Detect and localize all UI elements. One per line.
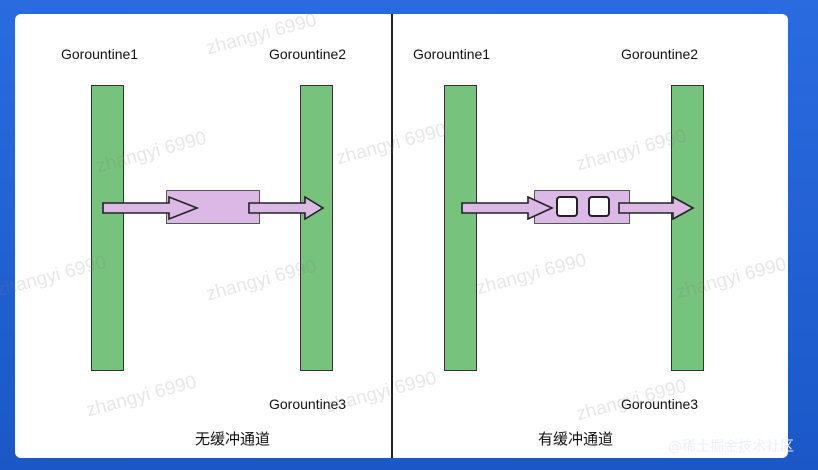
watermark-text: zhangyi 6990 bbox=[84, 371, 199, 422]
diagram-panel: Gorountine1 Gorountine2 Gorountine3 无缓冲通… bbox=[0, 10, 789, 458]
watermark-text: zhangyi 6990 bbox=[474, 249, 589, 300]
right-goroutine3-label: Gorountine3 bbox=[621, 396, 699, 412]
buffer-slot bbox=[588, 196, 610, 217]
left-goroutine1-bar bbox=[91, 85, 124, 371]
right-receive-arrow bbox=[618, 195, 695, 221]
right-send-arrow bbox=[461, 195, 554, 221]
right-channel-box bbox=[534, 190, 630, 224]
left-caption: 无缓冲通道 bbox=[195, 430, 271, 448]
left-goroutine1-label: Gorountine1 bbox=[61, 46, 139, 62]
right-caption: 有缓冲通道 bbox=[538, 430, 614, 448]
right-goroutine1-bar bbox=[444, 85, 477, 371]
left-send-arrow bbox=[102, 195, 200, 221]
right-goroutine2-label: Gorountine2 bbox=[621, 46, 699, 62]
panel-divider bbox=[391, 14, 393, 458]
right-goroutine2-bar bbox=[671, 85, 704, 371]
left-goroutine2-label: Gorountine2 bbox=[269, 46, 347, 62]
left-goroutine2-bar bbox=[300, 85, 333, 371]
left-receive-arrow bbox=[248, 195, 325, 221]
source-watermark: @稀土掘金技术社区 bbox=[668, 439, 794, 455]
buffer-slot bbox=[556, 196, 578, 217]
left-goroutine3-label: Gorountine3 bbox=[269, 396, 347, 412]
right-goroutine1-label: Gorountine1 bbox=[413, 46, 491, 62]
